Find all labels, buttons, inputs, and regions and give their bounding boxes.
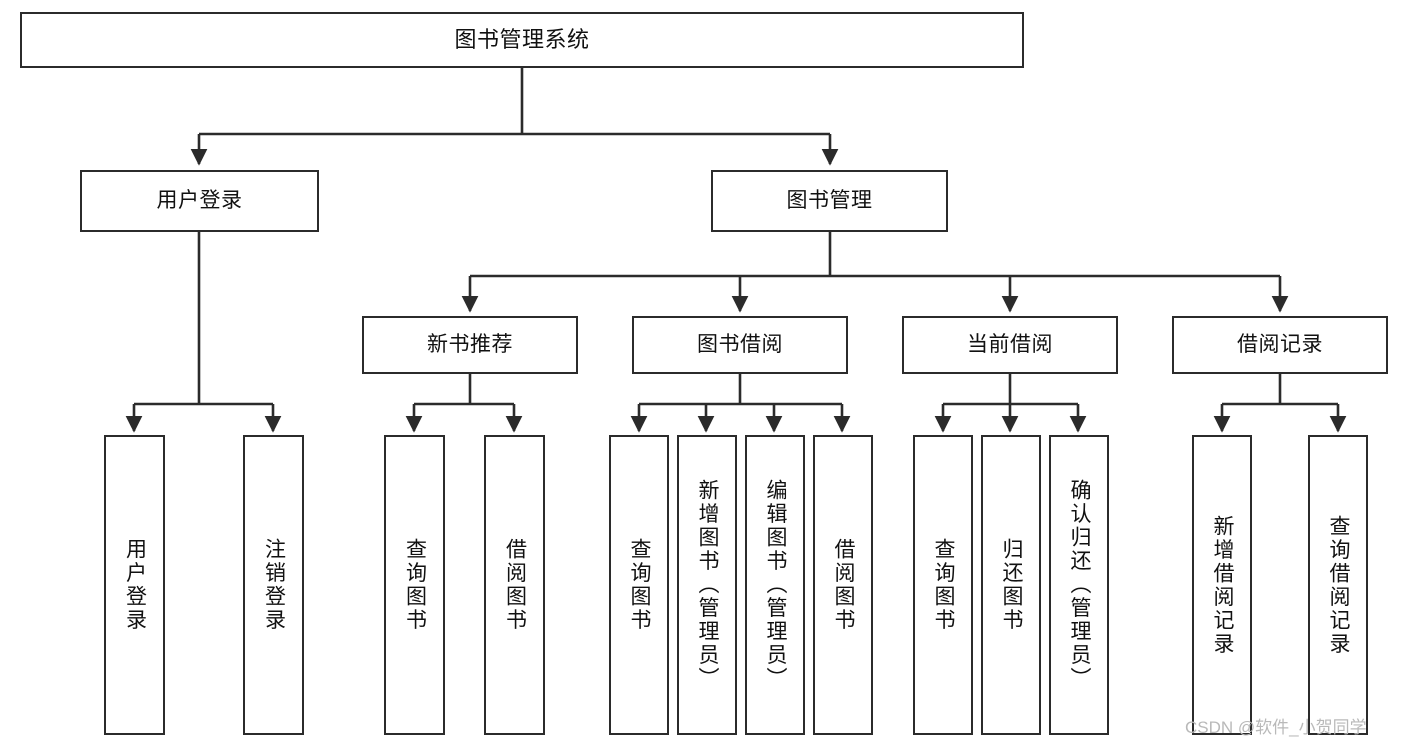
node-current-borrow[interactable]: 当前借阅 (902, 316, 1118, 374)
node-label: 图书管理系统 (454, 27, 590, 53)
node-label: 借阅图书 (503, 538, 527, 632)
node-label: 确认归还（管理员） (1068, 479, 1092, 691)
watermark-text: CSDN @软件_小贺同学 (1185, 718, 1367, 737)
node-label: 新增图书（管理员） (696, 479, 720, 691)
node-label: 归还图书 (1000, 538, 1024, 632)
leaf-confirm-return[interactable]: 确认归还（管理员） (1049, 435, 1109, 735)
node-root-system[interactable]: 图书管理系统 (20, 12, 1024, 68)
leaf-query-book-1[interactable]: 查询图书 (384, 435, 445, 735)
leaf-query-book-3[interactable]: 查询图书 (913, 435, 973, 735)
node-label: 查询图书 (403, 538, 427, 632)
node-label: 用户登录 (123, 538, 147, 632)
leaf-edit-book[interactable]: 编辑图书（管理员） (745, 435, 805, 735)
leaf-query-record[interactable]: 查询借阅记录 (1308, 435, 1368, 735)
node-label: 新增借阅记录 (1211, 514, 1235, 656)
node-label: 当前借阅 (967, 332, 1053, 356)
node-book-manage[interactable]: 图书管理 (711, 170, 948, 232)
leaf-add-book[interactable]: 新增图书（管理员） (677, 435, 737, 735)
node-label: 借阅图书 (832, 538, 856, 632)
node-label: 借阅记录 (1237, 332, 1323, 356)
node-label: 用户登录 (156, 188, 243, 212)
node-label: 图书管理 (786, 188, 873, 212)
leaf-borrow-book-2[interactable]: 借阅图书 (813, 435, 873, 735)
node-label: 新书推荐 (427, 332, 513, 356)
node-label: 图书借阅 (697, 332, 783, 356)
node-label: 注销登录 (262, 538, 286, 632)
leaf-logout-login[interactable]: 注销登录 (243, 435, 304, 735)
node-label: 查询图书 (932, 538, 956, 632)
leaf-user-login[interactable]: 用户登录 (104, 435, 165, 735)
leaf-borrow-book-1[interactable]: 借阅图书 (484, 435, 545, 735)
node-new-book-recommend[interactable]: 新书推荐 (362, 316, 578, 374)
leaf-return-book[interactable]: 归还图书 (981, 435, 1041, 735)
node-label: 查询借阅记录 (1327, 514, 1351, 656)
node-user-login[interactable]: 用户登录 (80, 170, 319, 232)
node-label: 编辑图书（管理员） (764, 479, 788, 691)
node-borrow-record[interactable]: 借阅记录 (1172, 316, 1388, 374)
leaf-query-book-2[interactable]: 查询图书 (609, 435, 669, 735)
node-label: 查询图书 (628, 538, 652, 632)
leaf-add-record[interactable]: 新增借阅记录 (1192, 435, 1252, 735)
node-book-borrow[interactable]: 图书借阅 (632, 316, 848, 374)
